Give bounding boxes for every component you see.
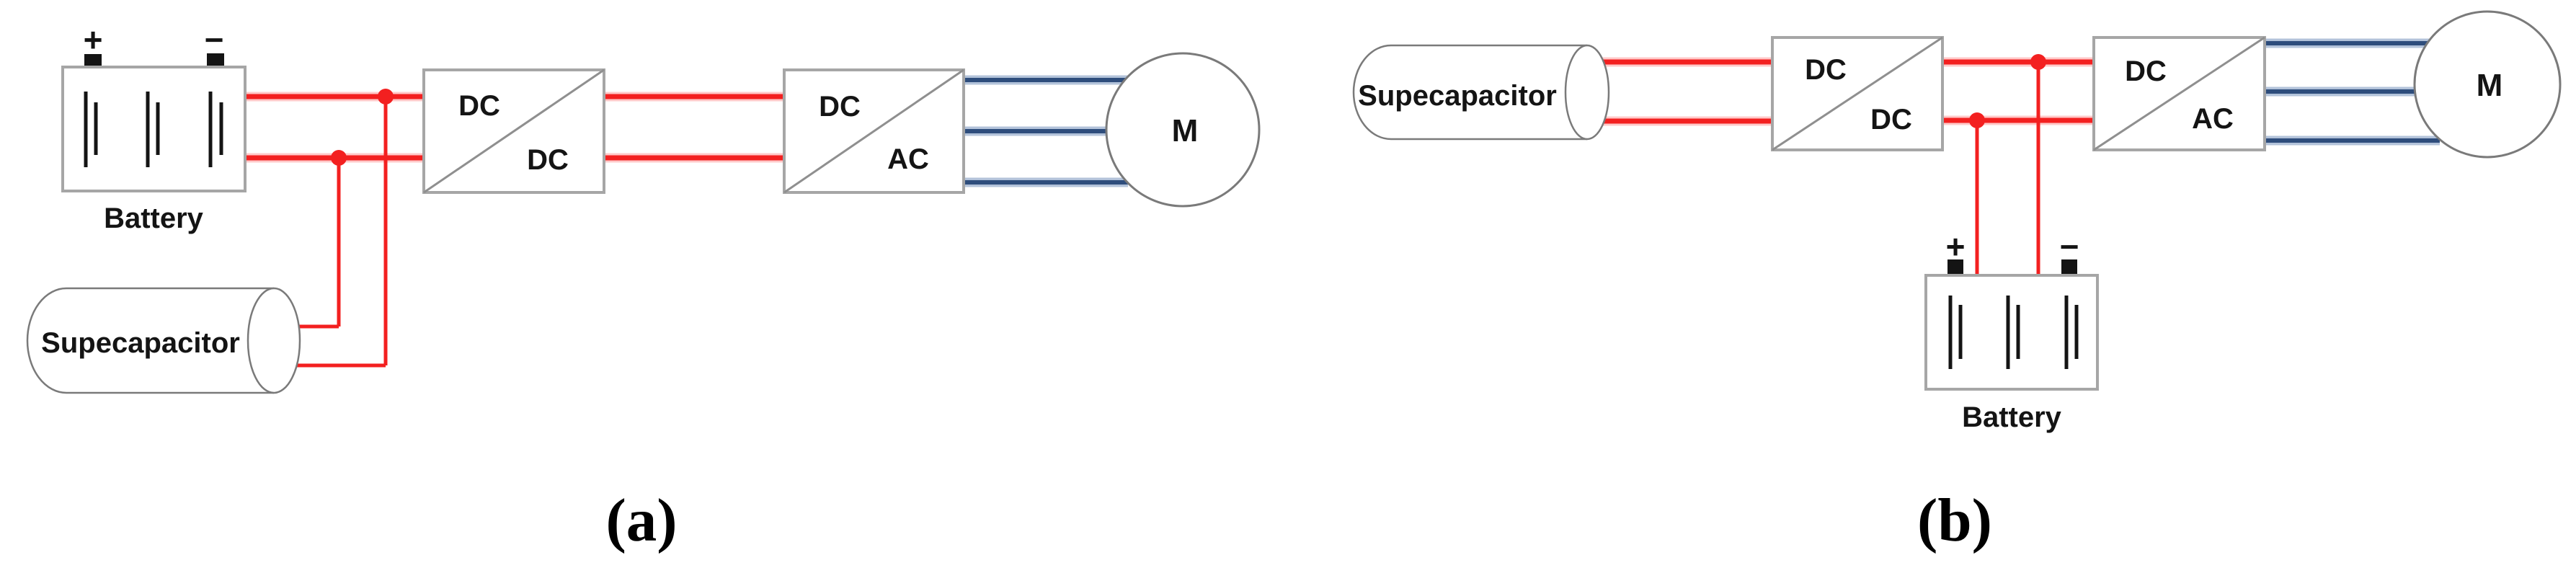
junction-dot (2030, 54, 2046, 70)
junction-dot (1969, 112, 1985, 128)
motor-a-label: M (1172, 113, 1199, 148)
battery-a-label: Battery (104, 203, 204, 234)
dc-dc-converter-b: DC DC (1771, 36, 1944, 151)
dc-dc-converter-a-output-label: DC (527, 144, 569, 176)
panel-b-dc-wires (1586, 57, 2094, 278)
battery-b: + − Battery (1924, 228, 2099, 433)
battery-a-minus-terminal (207, 53, 224, 68)
battery-b-box (1924, 274, 2099, 391)
panel-a: + − Battery Supecapacitor DC DC DC AC (26, 21, 1261, 554)
supercapacitor-b-endcap (1564, 44, 1610, 141)
battery-b-plus-sign: + (1946, 228, 1966, 265)
dc-ac-converter-b: DC AC (2092, 36, 2266, 151)
dc-ac-converter-a: DC AC (783, 68, 965, 194)
panel-a-ac-wires (964, 75, 1128, 187)
supercapacitor-a-label: Supecapacitor (41, 327, 240, 359)
supercapacitor-a: Supecapacitor (26, 287, 301, 394)
panel-b-ac-wires (2265, 38, 2440, 146)
dc-dc-converter-b-input-label: DC (1805, 54, 1847, 86)
motor-b-label: M (2477, 68, 2503, 103)
battery-b-plus-terminal (1947, 259, 1963, 277)
battery-b-minus-terminal (2061, 259, 2077, 277)
dc-ac-converter-a-input-label: DC (819, 91, 861, 123)
supercapacitor-b-label: Supecapacitor (1358, 80, 1557, 112)
supercapacitor-a-body (26, 287, 274, 394)
dc-dc-converter-b-output-label: DC (1870, 104, 1912, 136)
caption-a: (a) (605, 487, 677, 554)
motor-b-circle (2413, 10, 2562, 159)
panel-b: Supecapacitor DC DC DC AC (1352, 10, 2562, 554)
battery-b-label: Battery (1962, 401, 2062, 433)
battery-a-plus-sign: + (84, 21, 103, 58)
dc-dc-converter-a-input-label: DC (458, 90, 500, 122)
dc-ac-converter-a-diagonal (783, 68, 964, 194)
dc-ac-converter-b-diagonal (2093, 36, 2265, 151)
motor-b: M (2413, 10, 2562, 159)
supercapacitor-b-body (1352, 44, 1587, 141)
battery-b-minus-sign: − (2060, 228, 2079, 265)
dc-dc-converter-a: DC DC (422, 68, 605, 194)
motor-a: M (1105, 52, 1261, 208)
supercapacitor-a-endcap (247, 287, 301, 394)
battery-b-cells (1948, 296, 2079, 369)
dc-dc-converter-a-diagonal (423, 68, 605, 194)
battery-a-box (61, 66, 247, 192)
junction-dot (331, 150, 347, 166)
dc-ac-converter-b-output-label: AC (2192, 103, 2234, 135)
motor-a-circle (1105, 52, 1261, 208)
battery-a: + − Battery (61, 21, 247, 234)
supercapacitor-b: Supecapacitor (1352, 44, 1610, 141)
dc-ac-converter-b-input-label: DC (2125, 55, 2167, 87)
battery-a-plus-terminal (84, 54, 102, 68)
battery-a-minus-sign: − (205, 21, 224, 58)
dc-ac-converter-a-output-label: AC (887, 143, 929, 175)
junction-dot (378, 89, 394, 105)
caption-b: (b) (1917, 487, 1992, 554)
dc-dc-converter-b-diagonal (1772, 36, 1943, 151)
battery-a-cells (84, 92, 223, 167)
